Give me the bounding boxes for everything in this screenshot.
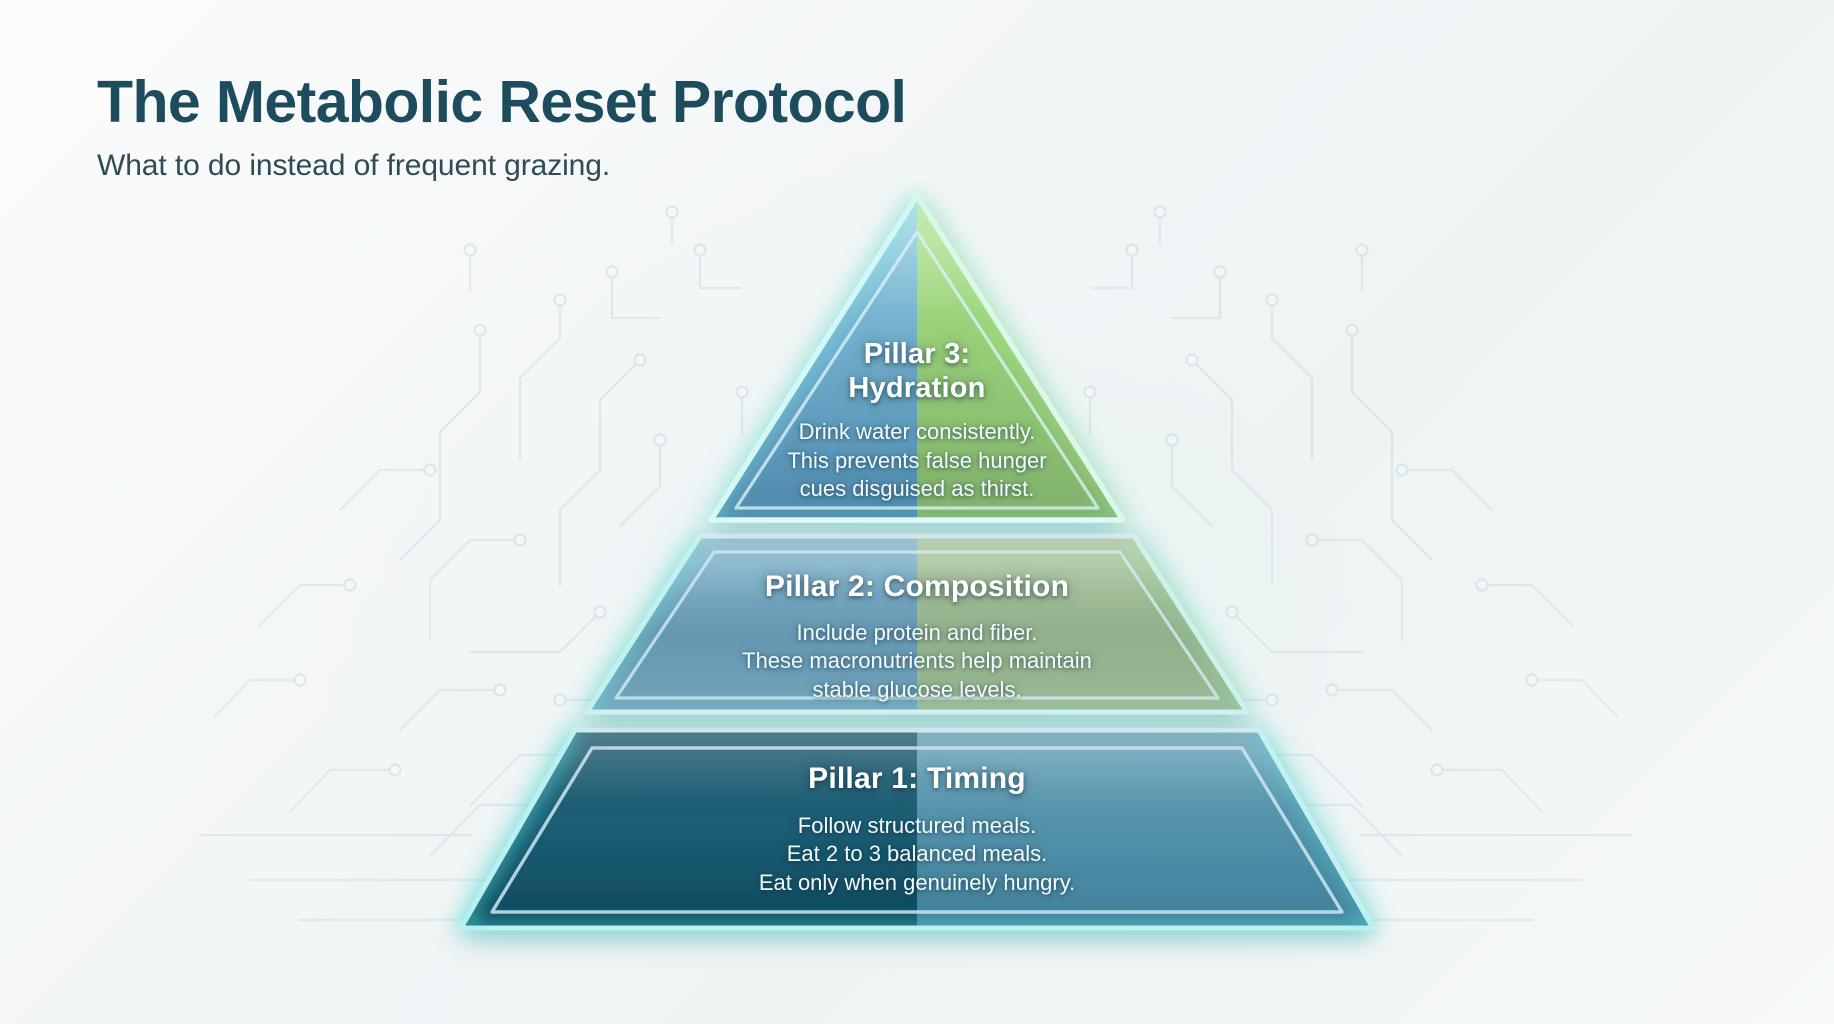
- pyramid-tier-2-hit-area: [590, 535, 1250, 715]
- pyramid-tier-3-hit-area: [700, 200, 1140, 530]
- heading-block: The Metabolic Reset Protocol What to do …: [97, 69, 907, 183]
- page-title: The Metabolic Reset Protocol: [97, 69, 907, 135]
- page-subtitle: What to do instead of frequent grazing.: [97, 149, 611, 183]
- pyramid-tier-1-hit-area: [470, 725, 1370, 930]
